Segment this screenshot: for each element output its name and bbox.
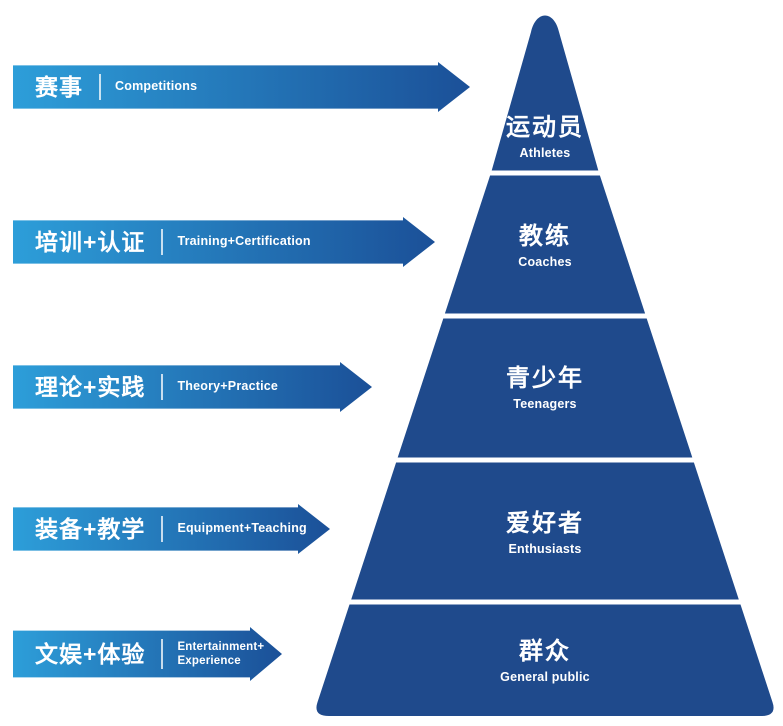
vertical-divider [161, 516, 164, 542]
tier-label-en: Coaches [518, 254, 572, 269]
right-arrow-shape [13, 362, 372, 412]
arrow-label-zh: 装备+教学 [35, 515, 146, 542]
arrow-label-en: Training+Certification [177, 234, 311, 249]
tier-label-en: Athletes [519, 145, 571, 160]
pyramid-label-enthusiasts: 爱好者 Enthusiasts [506, 510, 584, 556]
tier-label-en: Teenagers [513, 396, 577, 411]
pyramid-tier-enthusiasts-shape [351, 462, 739, 600]
tier-label-en: General public [500, 669, 590, 684]
pyramid-tier-general-public-shape [316, 604, 774, 716]
right-arrow-shape [13, 217, 435, 267]
arrow-label-zh: 培训+认证 [35, 228, 146, 255]
tier-label-zh: 青少年 [506, 365, 584, 392]
arrow-label-en: Entertainment+ Experience [177, 640, 265, 667]
pyramid-tier-athletes-shape [491, 15, 599, 171]
arrow-banner-theory-practice: 理论+实践 Theory+Practice [13, 362, 372, 412]
pyramid-label-teenagers: 青少年 Teenagers [506, 365, 584, 411]
vertical-divider [161, 229, 164, 255]
arrow-label-zh: 文娱+体验 [35, 640, 146, 667]
arrow-label-en: Theory+Practice [177, 379, 279, 394]
vertical-divider [161, 639, 164, 669]
tier-label-zh: 群众 [518, 638, 571, 665]
right-arrow-shape [13, 504, 330, 554]
tier-label-zh: 教练 [518, 223, 571, 250]
arrow-label-en: Competitions [115, 79, 198, 94]
pyramid-label-general-public: 群众 General public [500, 638, 590, 684]
arrow-label-zh: 理论+实践 [35, 373, 146, 400]
tier-label-en: Enthusiasts [508, 541, 582, 556]
arrow-banner-training-certification: 培训+认证 Training+Certification [13, 217, 435, 267]
pyramid-tier-coaches-shape [444, 175, 646, 314]
pyramid-label-coaches: 教练 Coaches [518, 223, 572, 269]
arrow-banner-equipment-teaching: 装备+教学 Equipment+Teaching [13, 504, 330, 554]
tier-label-zh: 爱好者 [506, 510, 584, 537]
vertical-divider [161, 374, 164, 400]
pyramid-label-athletes: 运动员 Athletes [506, 114, 584, 160]
arrow-banner-entertainment-experience: 文娱+体验 Entertainment+ Experience [13, 627, 282, 681]
pyramid-tier-teenagers-shape [397, 318, 693, 458]
right-arrow-shape [13, 627, 282, 681]
tier-label-zh: 运动员 [506, 114, 584, 141]
arrow-banner-competitions: 赛事 Competitions [13, 62, 470, 112]
arrow-label-en: Equipment+Teaching [177, 521, 307, 536]
vertical-divider [99, 74, 101, 100]
arrow-label-zh: 赛事 [35, 73, 83, 100]
right-arrow-shape [13, 62, 470, 112]
